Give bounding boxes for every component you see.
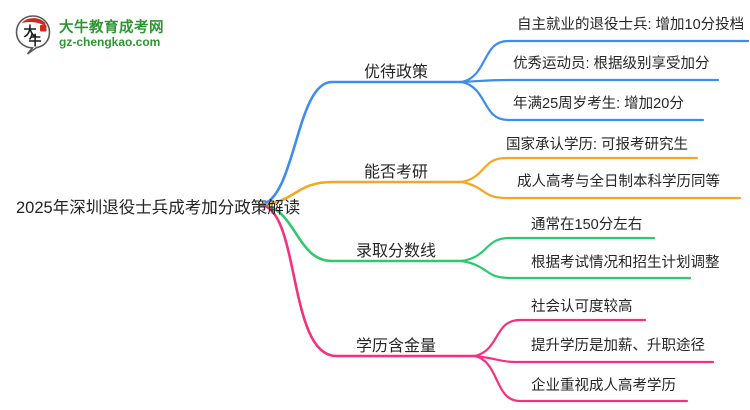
leaf-line-jiaxin: [473, 354, 715, 364]
leaf-node[interactable]: 优秀运动员: 根据级别享受加分: [513, 56, 710, 72]
logo-site-name: 大牛教育成考网: [59, 20, 164, 37]
branch-line-nengfoukaoyan: [259, 180, 464, 207]
branch-line-youdaizhengce: [259, 80, 464, 207]
branch-line-luqufenshuxian: [259, 203, 464, 263]
leaf-node[interactable]: 年满25周岁考生: 增加20分: [513, 96, 684, 112]
logo-site-domain: gz-chengkao.com: [59, 35, 161, 50]
logo-bubble-icon: 大 牛: [14, 14, 52, 56]
svg-text:大: 大: [23, 24, 36, 40]
branch-node-nengfoukaoyan[interactable]: 能否考研: [363, 164, 428, 181]
leaf-line-yundongyuan: [460, 78, 720, 84]
leaf-node[interactable]: 提升学历是加薪、升职途径: [531, 338, 705, 354]
branch-node-luqufenshuxian[interactable]: 录取分数线: [355, 243, 436, 260]
leaf-line-tiaozheng: [460, 259, 692, 280]
leaf-line-guojiachengren: [460, 156, 699, 184]
leaf-line-25zhousui: [460, 80, 705, 122]
leaf-line-shehuirenke: [473, 318, 647, 358]
svg-text:牛: 牛: [28, 33, 41, 49]
central-topic[interactable]: 2025年深圳退役士兵成考加分政策解读: [16, 199, 301, 217]
leaf-line-150fen: [460, 236, 656, 263]
leaf-line-qiyezhongshi: [473, 354, 689, 403]
leaf-node[interactable]: 成人高考与全日制本科学历同等: [517, 174, 720, 190]
leaf-node[interactable]: 自主就业的退役士兵: 增加10分投档: [517, 17, 745, 33]
leaf-line-tuiyishibing: [460, 39, 750, 84]
branch-line-xuelihanjinliang: [259, 203, 477, 358]
leaf-line-tongdeng: [460, 180, 742, 200]
site-logo[interactable]: 大 牛 大牛教育成考网 gz-chengkao.com: [14, 14, 164, 56]
leaf-node[interactable]: 国家承认学历: 可报考研究生: [506, 137, 689, 153]
branch-node-xuelihanjinliang[interactable]: 学历含金量: [355, 338, 436, 355]
leaf-node[interactable]: 根据考试情况和招生计划调整: [531, 255, 720, 271]
leaf-node[interactable]: 企业重视成人高考学历: [531, 378, 676, 394]
leaf-node[interactable]: 通常在150分左右: [531, 217, 643, 233]
branch-node-youdaizhengce[interactable]: 优待政策: [363, 64, 428, 81]
leaf-node[interactable]: 社会认可度较高: [531, 299, 633, 315]
